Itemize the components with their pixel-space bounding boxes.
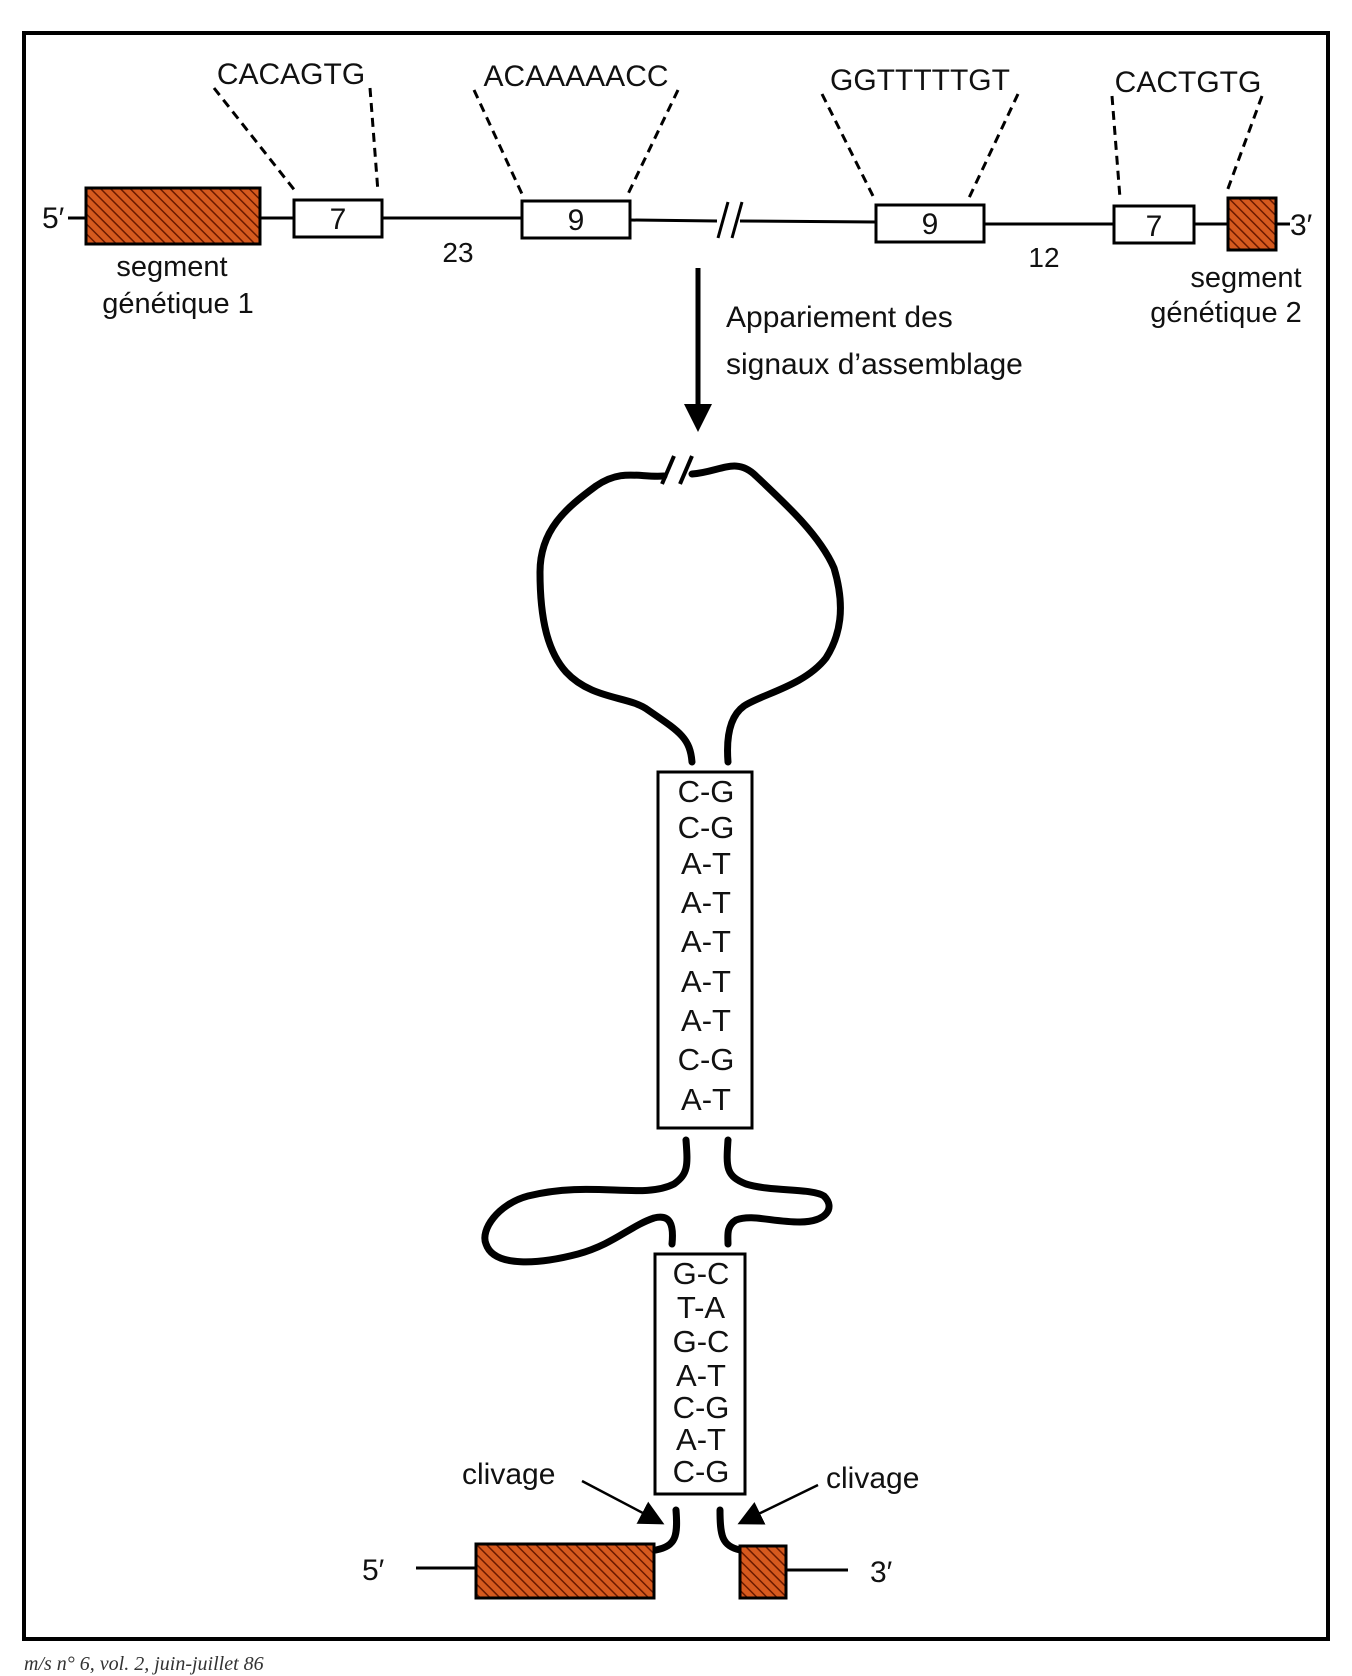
heptamer-box-2 xyxy=(1112,204,1196,245)
small-loop xyxy=(481,1136,833,1266)
page-footer: m/s n° 6, vol. 2, juin-juillet 86 xyxy=(24,1653,264,1675)
gene-segment-2 xyxy=(1226,196,1278,252)
base-pair: A-T xyxy=(681,1003,731,1038)
box-label-9-left: 9 xyxy=(568,204,585,237)
nonamer-stem-box xyxy=(656,770,754,1130)
nonamer-pairs: C-G C-G A-T A-T A-T A-T A-T C-G A-T xyxy=(678,774,735,1117)
pairing-arrow xyxy=(684,268,712,432)
break-mark xyxy=(716,201,730,239)
loop-break-mark xyxy=(660,455,676,485)
base-pair: A-T xyxy=(676,1358,726,1393)
box-label-7-right: 7 xyxy=(1146,210,1163,243)
base-pair: G-C xyxy=(673,1324,730,1359)
segment-1-label-line1: segment xyxy=(116,251,227,283)
arrow-label-line1: Appariement des xyxy=(726,301,953,334)
motif-acaaaaacc: ACAAAAACC xyxy=(483,60,668,93)
base-pair: A-T xyxy=(681,885,731,920)
nonamer-box-2 xyxy=(874,203,986,244)
segment-2-label-line1: segment xyxy=(1190,262,1301,294)
heptamer-box-1 xyxy=(292,198,384,239)
cleavage-label-left: clivage xyxy=(462,1458,555,1491)
bottom-5prime-label: 5′ xyxy=(362,1554,385,1587)
base-pair: A-T xyxy=(681,924,731,959)
cleavage-arrow-right xyxy=(737,1483,819,1525)
cleavage-ends xyxy=(652,1506,744,1554)
heptamer-pairs: G-C T-A G-C A-T C-G A-T C-G xyxy=(673,1256,730,1489)
heptamer-stem-box xyxy=(653,1252,747,1496)
arrow-label-line2: signaux d’assemblage xyxy=(726,348,1023,381)
base-pair: A-T xyxy=(681,846,731,881)
gene-segment-1 xyxy=(84,186,262,246)
base-pair: A-T xyxy=(676,1422,726,1457)
box-label-7-left: 7 xyxy=(330,203,347,236)
top-3prime-label: 3′ xyxy=(1290,209,1313,242)
spacer-12: 12 xyxy=(1028,242,1059,273)
base-pair: G-C xyxy=(673,1256,730,1291)
base-pair: A-T xyxy=(681,1082,731,1117)
nonamer-box-1 xyxy=(520,199,632,240)
large-loop xyxy=(536,462,844,766)
top-5prime-label: 5′ xyxy=(42,202,65,235)
base-pair: C-G xyxy=(678,810,735,845)
motif-cacagtg: CACAGTG xyxy=(217,58,365,91)
motif-ggtttttgt: GGTTTTTGT xyxy=(830,64,1010,97)
base-pair: C-G xyxy=(673,1390,730,1425)
motif-cactgtg: CACTGTG xyxy=(1115,66,1262,99)
bottom-gene-segment-1 xyxy=(474,1542,656,1600)
figure-frame xyxy=(22,31,1330,1641)
bottom-3prime-label: 3′ xyxy=(870,1556,893,1589)
motif-connectors xyxy=(212,87,1264,201)
base-pair: T-A xyxy=(677,1290,726,1325)
base-pair: A-T xyxy=(681,964,731,999)
segment-1-label-line2: génétique 1 xyxy=(102,288,254,320)
spacer-23: 23 xyxy=(442,237,473,268)
segment-2-label-line2: génétique 2 xyxy=(1150,297,1302,329)
base-pair: C-G xyxy=(673,1454,730,1489)
base-pair: C-G xyxy=(678,774,735,809)
base-pair: C-G xyxy=(678,1042,735,1077)
top-strand: 5′ 3′ CACAGTG ACAAAAACC GGTTTTTGT CACTGT… xyxy=(42,58,1313,329)
bottom-gene-segment-2 xyxy=(738,1544,788,1600)
box-label-9-right: 9 xyxy=(922,208,939,241)
cleavage-label-right: clivage xyxy=(826,1462,919,1495)
cleavage-arrow-left xyxy=(581,1479,665,1525)
